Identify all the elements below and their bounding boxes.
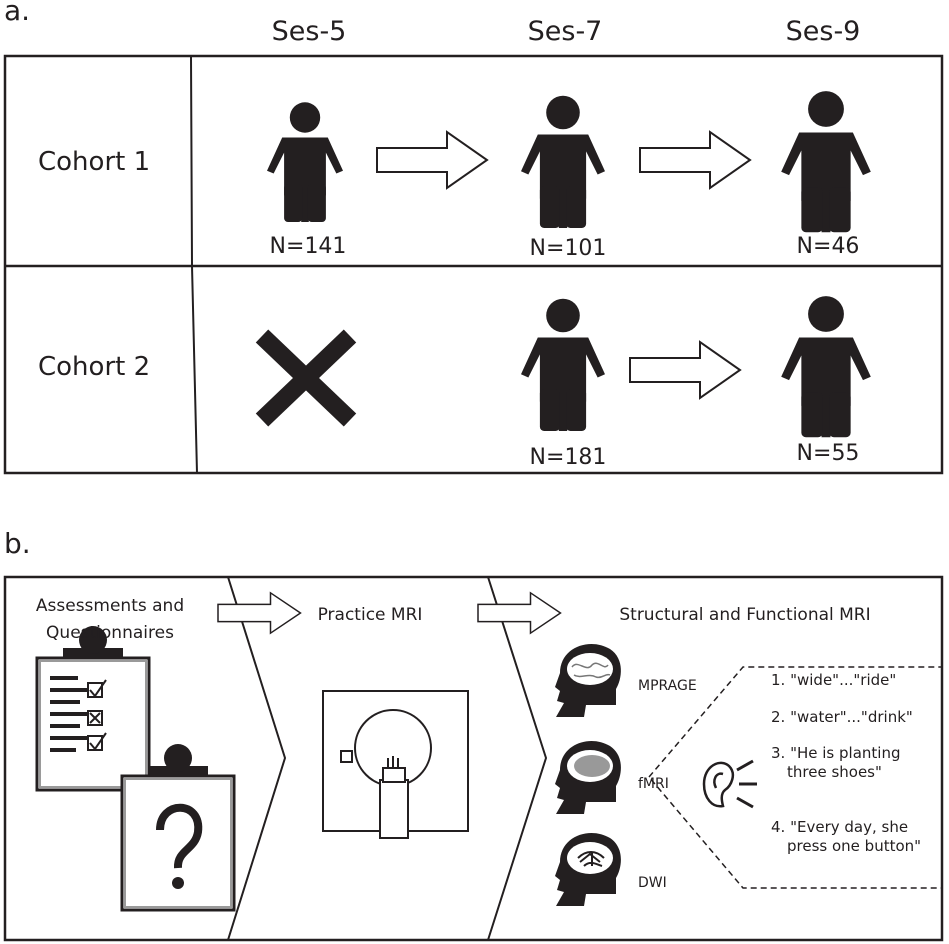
session-header-ses9: Ses-9: [785, 16, 861, 47]
arrow-icon-c2: [629, 341, 741, 399]
count-c1-ses7: N=101: [529, 236, 607, 261]
child-icon-c1-ses5: [267, 102, 343, 222]
cross-icon: [255, 329, 357, 427]
stage-assessments-line2: Questionnaires: [46, 623, 174, 643]
cohort-2-label: Cohort 2: [38, 352, 151, 382]
stage-assessments-line1: Assessments and: [35, 596, 185, 616]
chevron-divider-1: [227, 576, 287, 941]
child-icon-c2-ses9: [781, 296, 871, 438]
stage-mri-label: Structural and Functional MRI: [619, 605, 871, 625]
task-2-number: 2.: [771, 708, 786, 726]
task-3-line1: "He is planting: [790, 744, 901, 762]
ear-icon: [702, 759, 757, 809]
task-1-number: 1.: [771, 671, 786, 689]
scan-fmri-label: fMRI: [638, 776, 669, 792]
session-header-ses5: Ses-5: [271, 16, 347, 47]
count-c1-ses9: N=46: [796, 234, 860, 259]
child-icon-c2-ses7: [521, 298, 605, 431]
panel-a-label: a.: [4, 0, 31, 27]
arrow-icon-c1-2: [639, 131, 751, 189]
stage-assessments-label: Assessments and Questionnaires: [10, 593, 210, 647]
clipboard-question-icon: [120, 744, 236, 912]
task-3-line2: three shoes": [787, 763, 882, 781]
count-c2-ses9: N=55: [796, 441, 860, 466]
task-3-number: 3.: [771, 744, 786, 762]
clipboard-checklist-icon: [35, 626, 151, 792]
session-header-ses7: Ses-7: [527, 16, 603, 47]
cohort-table-frame: [3, 54, 944, 475]
count-c1-ses5: N=141: [269, 234, 347, 259]
task-3: 3. "He is planting three shoes": [771, 744, 900, 782]
task-4: 4. "Every day, she press one button": [771, 818, 921, 856]
task-4-line2: press one button": [787, 837, 922, 855]
child-icon-c1-ses9: [781, 91, 871, 233]
scan-mprage-label: MPRAGE: [638, 678, 697, 694]
task-2: 2. "water"..."drink": [771, 708, 913, 727]
head-dwi-icon: [555, 832, 621, 906]
mri-scanner-icon: [322, 690, 469, 839]
child-icon-c1-ses7: [521, 95, 605, 228]
head-mprage-icon: [555, 643, 621, 717]
task-1: 1. "wide"..."ride": [771, 671, 896, 690]
task-2-text: "water"..."drink": [790, 708, 913, 726]
chevron-divider-2: [487, 576, 548, 941]
head-fmri-icon: [555, 740, 621, 814]
arrow-icon-b2: [477, 592, 562, 634]
task-1-text: "wide"..."ride": [790, 671, 897, 689]
panel-b-label: b.: [4, 527, 31, 560]
task-4-line1: "Every day, she: [790, 818, 909, 836]
task-callout-box: [648, 666, 943, 889]
task-4-number: 4.: [771, 818, 786, 836]
scan-dwi-label: DWI: [638, 875, 667, 891]
stage-practice-label: Practice MRI: [317, 605, 423, 625]
column-divider: [190, 55, 198, 474]
arrow-icon-b1: [217, 592, 302, 634]
arrow-icon-c1-1: [376, 131, 488, 189]
cohort-1-label: Cohort 1: [38, 147, 151, 177]
count-c2-ses7: N=181: [529, 445, 607, 470]
